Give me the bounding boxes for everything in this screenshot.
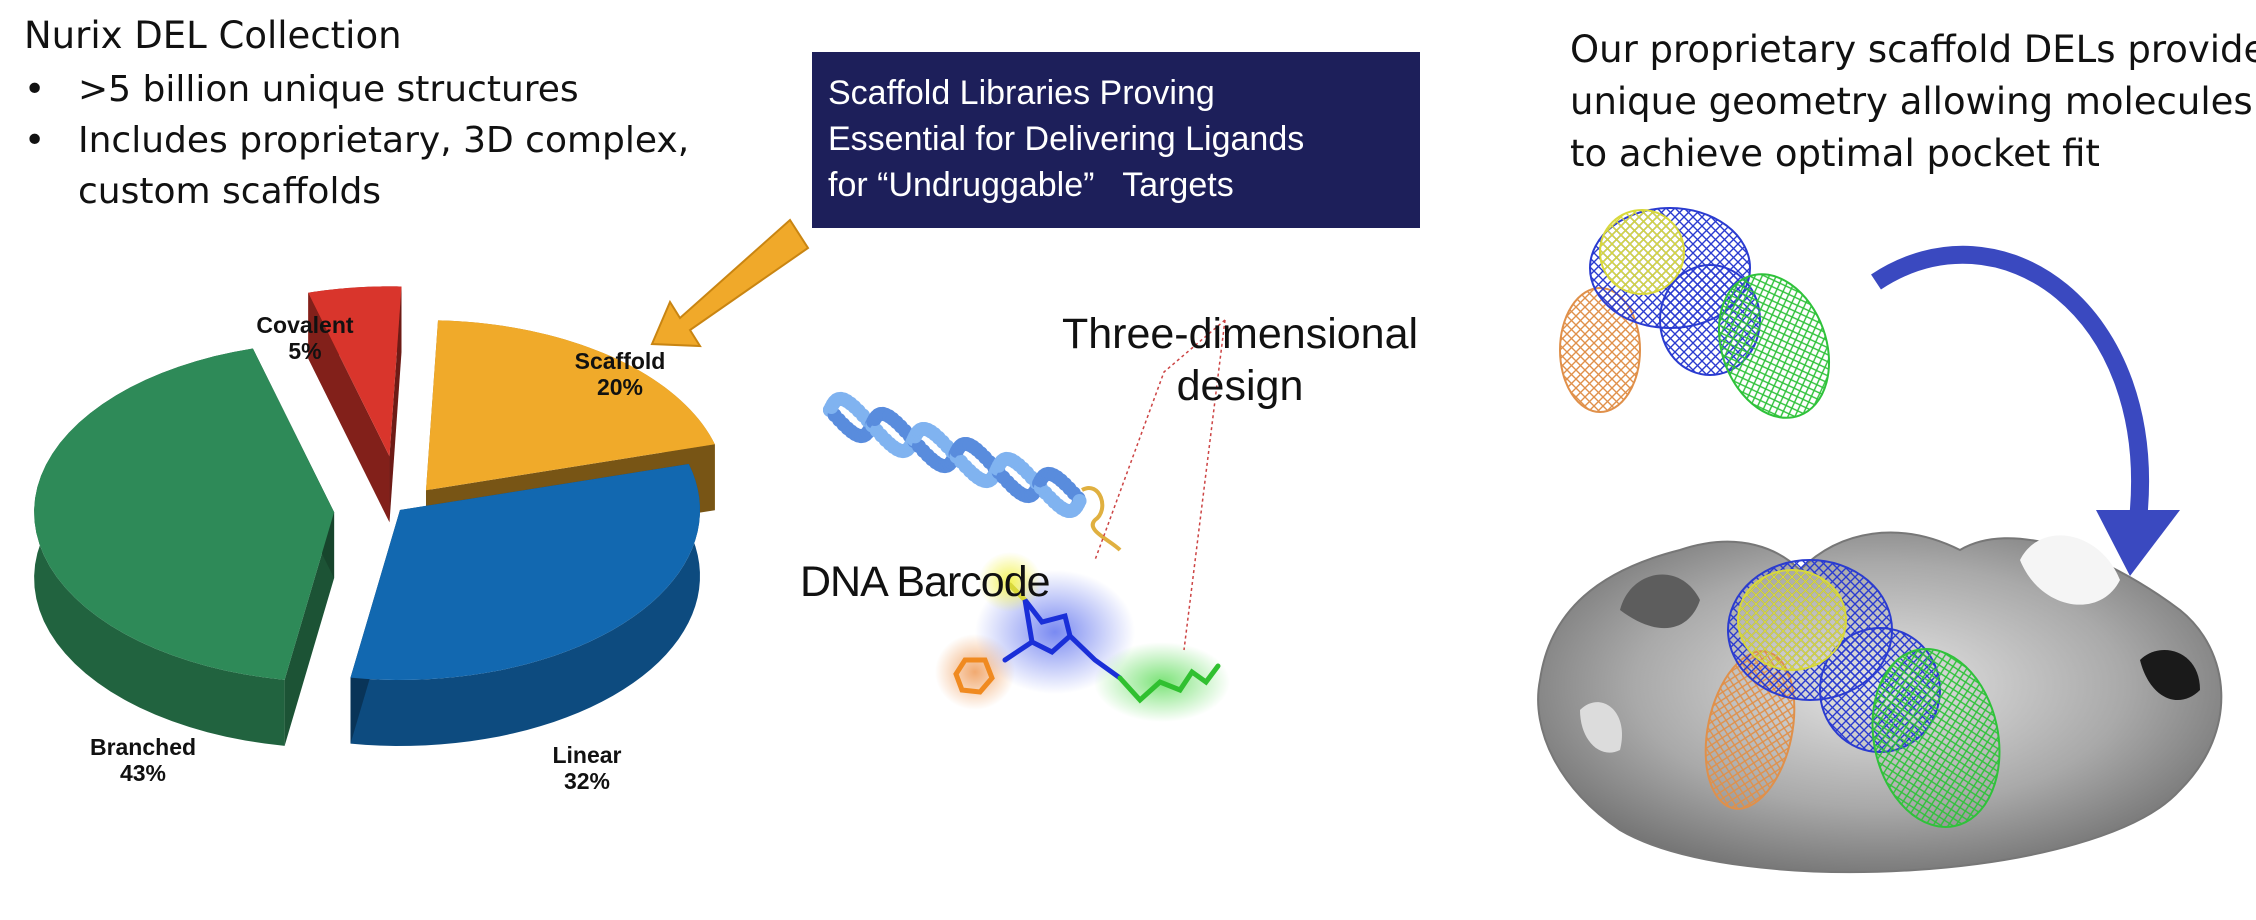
dna-helix-icon (823, 391, 1087, 519)
mesh-molecule-top-icon (1559, 207, 1831, 419)
label-line: Three-dimensional (1061, 310, 1419, 358)
pie-slice-branched (34, 348, 335, 680)
callout-line: Essential for Delivering Ligands (828, 120, 1305, 158)
right-description: Our proprietary scaffold DELs provide un… (1570, 24, 2256, 180)
linker-icon (1081, 486, 1122, 552)
pie-label-value: 5% (288, 338, 322, 364)
dna-bead (1072, 493, 1087, 508)
pie-label-value: 20% (596, 374, 644, 400)
mesh-molecule-bound-icon (1704, 559, 2001, 828)
pointer-line (1094, 319, 1226, 561)
pie-slice-side-linear (350, 463, 700, 746)
pie-label-category: Branched (89, 734, 197, 760)
three-dimensional-design-label: Three-dimensional design (1040, 308, 1440, 412)
scaffold-callout-box: Scaffold Libraries Proving Essential for… (812, 52, 1420, 228)
pie-label-linear: Linear 32% (512, 742, 662, 794)
bullet-icon: • (24, 69, 46, 110)
curved-blue-arrow-icon (1871, 245, 2180, 576)
pie-label-category: Scaffold (574, 348, 666, 374)
pie-label-category: Linear (552, 742, 622, 768)
pie-label-scaffold: Scaffold 20% (545, 348, 695, 400)
pie-chart (34, 286, 715, 746)
intro-bullet-text: >5 billion unique structures (78, 69, 579, 110)
description-line: unique geometry allowing molecules (1570, 80, 2253, 123)
molecule-sticks-icon (953, 582, 1221, 704)
pie-slice-scaffold (426, 320, 715, 491)
pie-slice-cut-covalent (308, 292, 390, 523)
pie-label-value: 43% (119, 760, 167, 786)
intro-bullet-item: • Includes proprietary, 3D complex, cust… (24, 115, 718, 217)
intro-title: Nurix DEL Collection (24, 14, 402, 57)
intro-bullet-text: Includes proprietary, 3D complex, custom… (78, 120, 690, 212)
pie-label-value: 32% (563, 768, 611, 794)
pointer-line (1183, 319, 1226, 651)
pie-label-covalent: Covalent 5% (230, 312, 380, 364)
description-line: to achieve optimal pocket fit (1570, 132, 2100, 175)
callout-line: Scaffold Libraries Proving (828, 74, 1215, 112)
pie-slice-cut-branched (284, 512, 335, 746)
label-line: design (1176, 362, 1304, 410)
dna-ligand-illustration (823, 319, 1230, 722)
pie-label-branched: Branched 43% (68, 734, 218, 786)
dna-barcode-label: DNA Barcode (800, 558, 1051, 606)
intro-bullet-list: • >5 billion unique structures • Include… (24, 64, 718, 217)
bullet-icon: • (24, 120, 46, 161)
pie-slice-cut-covalent (389, 286, 402, 523)
pie-slice-covalent (308, 286, 402, 457)
pie-label-category: Covalent (256, 312, 354, 338)
yellow-glow (978, 552, 1042, 612)
callout-line: for “Undruggable” Targets (828, 166, 1234, 204)
pocket-fit-illustration (1537, 207, 2223, 874)
description-line: Our proprietary scaffold DELs provide (1570, 28, 2256, 71)
intro-bullet-item: • >5 billion unique structures (24, 64, 718, 115)
pie-slice-linear (350, 463, 700, 680)
